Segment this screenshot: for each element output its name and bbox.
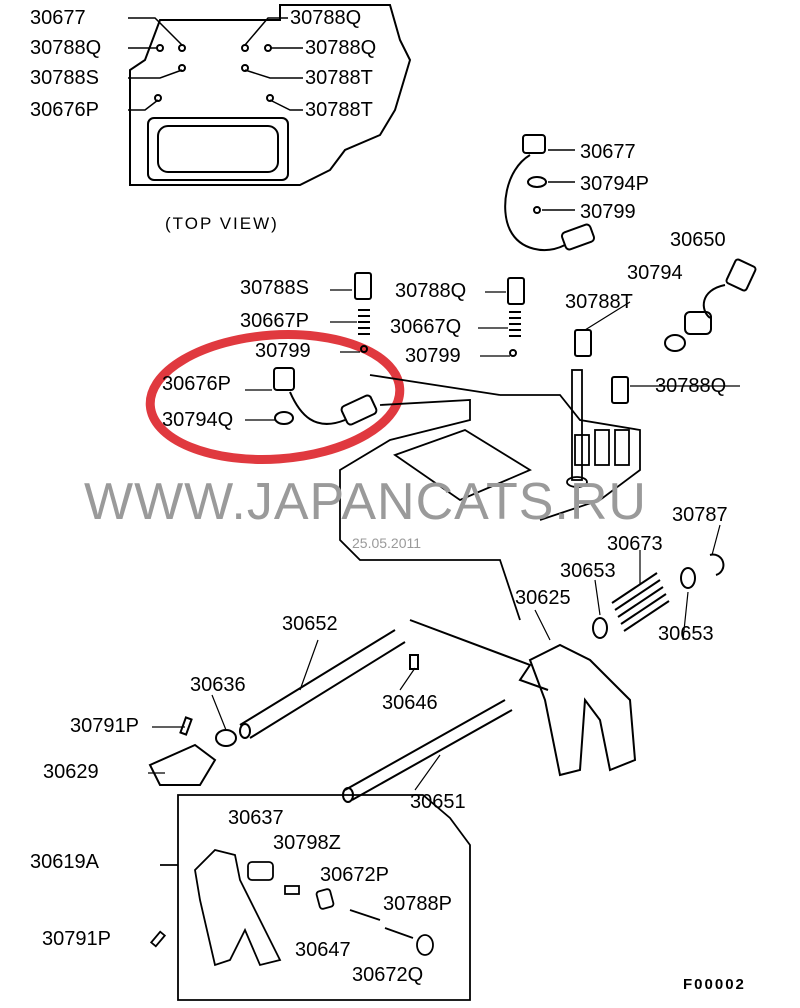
watermark: WWW.JAPANCATS.RU [84,473,647,531]
part-label: 30667Q [390,316,462,338]
part-label: 30794 [627,262,683,284]
part-label: 30653 [560,560,616,582]
part-label: 30791P [70,715,139,737]
part-label: 30788Q [290,7,362,29]
part-label: 30788T [305,67,373,89]
shafts [148,619,549,803]
springs-rings [592,553,725,639]
part-label: 30799 [405,345,461,367]
part-label: 30625 [515,587,571,609]
part-label: 30637 [228,807,284,829]
bolts-springs [354,272,629,404]
part-label: 30677 [580,141,636,163]
part-label: 30676P [162,373,231,395]
part-label: 30636 [190,674,246,696]
part-label: 30646 [382,692,438,714]
leader-lines [148,289,740,791]
highlight-circle [145,330,405,464]
part-label: 30672P [320,864,389,886]
inset-box [149,794,471,1001]
part-label: 30650 [670,229,726,251]
part-label: 30791P [42,928,111,950]
date-stamp: 25.05.2011 [352,535,422,551]
part-label: 30788Q [305,37,377,59]
top-view-housing [128,4,412,186]
part-label: 30787 [672,504,728,526]
part-label: 30652 [282,613,338,635]
figure-code: F00002 [683,976,746,993]
part-label: 30676P [30,99,99,121]
sensor-30677 [504,134,596,251]
part-label: 30799 [255,340,311,362]
part-label: 30647 [295,939,351,961]
part-label: 30794Q [162,409,234,431]
part-label: 30799 [580,201,636,223]
part-label: 30672Q [352,964,424,986]
part-label: 30788Q [655,375,727,397]
part-label: 30788T [565,291,633,313]
part-label: 30788T [305,99,373,121]
part-label: 30653 [658,623,714,645]
part-label: 30788S [240,277,309,299]
part-label: 30798Z [273,832,341,854]
top-view-caption: (TOP VIEW) [165,214,279,233]
part-label: 30788P [383,893,452,915]
part-label: 30677 [30,7,86,29]
part-label: 30673 [607,533,663,555]
fork-30625 [528,643,637,777]
transmission-case [339,369,641,621]
part-label: 30651 [410,791,466,813]
sensor-30650 [664,258,757,352]
part-label: 30788S [30,67,99,89]
sensor-30676p [273,367,378,426]
part-label: 30788Q [395,280,467,302]
part-label: 30619A [30,851,99,873]
part-label: 30667P [240,310,309,332]
part-label: 30794P [580,173,649,195]
part-label: 30629 [43,761,99,783]
part-label: 30788Q [30,37,102,59]
